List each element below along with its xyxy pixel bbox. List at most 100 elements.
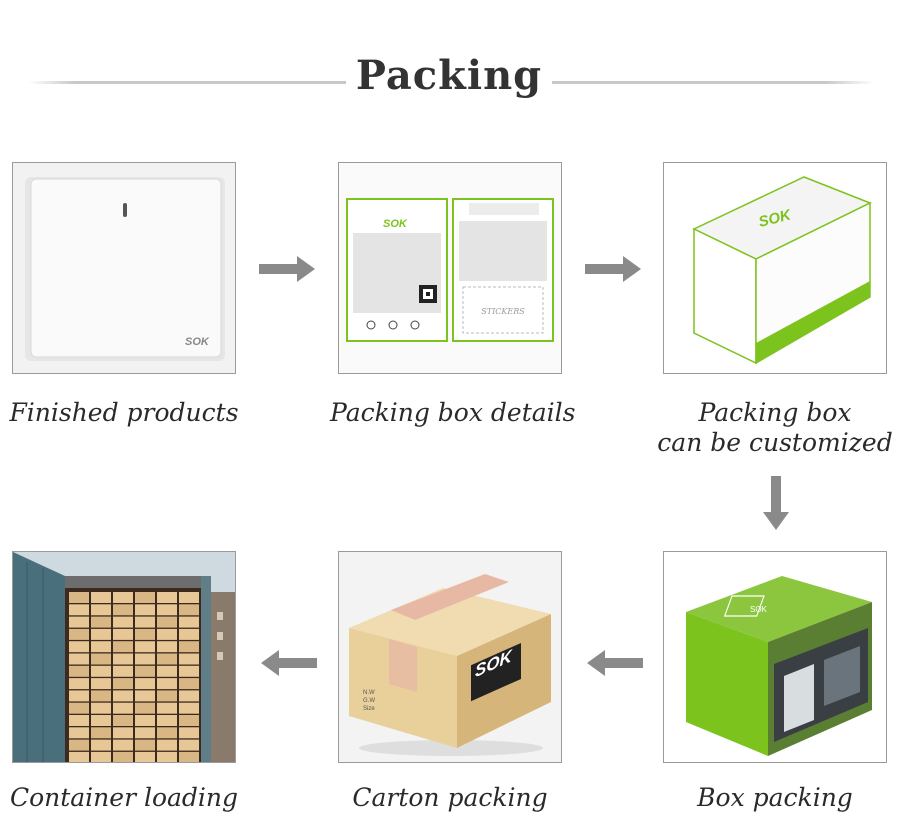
carton-box [69,592,89,603]
carton-box [135,702,155,714]
carton-box [179,751,199,762]
carton-box [91,653,111,665]
arrow-left-icon [259,648,317,678]
carton-box [91,678,111,690]
carton-box [135,592,155,603]
carton-box [157,616,177,628]
carton-box [113,628,133,640]
carton-box [179,690,199,702]
carton-box [91,727,111,739]
carton-box [179,616,199,628]
carton-box [91,665,111,677]
carton-box [157,665,177,677]
caption-box-packing: Box packing [697,783,853,812]
carton-box [179,641,199,653]
caption-packing-box-line1: Packing box [698,398,852,427]
page-title-bar: Packing [0,48,900,108]
carton-box [69,616,89,628]
carton-box [113,690,133,702]
carton-box [91,592,111,603]
carton-box [157,715,177,726]
arrow-down-icon [761,476,791,532]
caption-packing-box-line2: can be customized [657,428,893,457]
carton-box [69,702,89,714]
carton-box [113,727,133,739]
carton-box [135,665,155,677]
carton-box [91,739,111,751]
carton-box [179,715,199,726]
arrow-right-icon [259,254,317,284]
title-divider-right [552,81,874,84]
arrow-right-icon [585,254,643,284]
carton-box [113,751,133,762]
carton-box [135,628,155,640]
carton-box [179,592,199,603]
carton-box [179,702,199,714]
carton-box [135,678,155,690]
carton-mark-nw: N.W [363,690,375,696]
carton-box [157,592,177,603]
container-loading-image [12,551,236,763]
carton-box [157,628,177,640]
customized-box-image: SOK [663,162,887,374]
carton-box [69,715,89,726]
carton-box [157,653,177,665]
carton-box [179,678,199,690]
carton-box [179,665,199,677]
carton-box [179,628,199,640]
carton-box [135,653,155,665]
page-title: Packing [355,52,543,99]
caption-carton-packing: Carton packing [352,783,548,812]
box-detail-logo: SOK [383,218,408,230]
arrow-left-icon [585,648,643,678]
carton-box [135,641,155,653]
carton-box [179,604,199,616]
carton-box [91,604,111,616]
carton-box [113,715,133,726]
carton-box [113,739,133,751]
carton-packing-image: SOK N.W G.W Size [338,551,562,763]
carton-box [113,665,133,677]
carton-box [91,641,111,653]
carton-box [69,628,89,640]
carton-box [91,715,111,726]
carton-box [157,641,177,653]
switch-brand-logo: SOK [185,336,210,348]
carton-box [91,751,111,762]
carton-stack [69,592,199,762]
carton-box [113,641,133,653]
carton-box [69,665,89,677]
carton-box [113,616,133,628]
finished-product-image: SOK [12,162,236,374]
carton-box [135,690,155,702]
carton-box [113,592,133,603]
carton-box [91,702,111,714]
box-packing-image: SOK [663,551,887,763]
caption-container-loading: Container loading [9,783,239,812]
carton-box [69,727,89,739]
carton-mark-gw: G.W [363,698,375,704]
packing-box-details-image: SOK STICKERS [338,162,562,374]
carton-box [113,653,133,665]
carton-mark-size: Size [363,706,375,712]
caption-packing-box-details: Packing box details [330,398,576,427]
carton-box [69,653,89,665]
stickers-label: STICKERS [481,307,525,316]
title-divider-left [28,81,346,84]
carton-box [69,678,89,690]
carton-box [69,604,89,616]
caption-finished-products: Finished products [9,398,239,427]
carton-box [91,616,111,628]
carton-box [113,604,133,616]
carton-box [69,739,89,751]
carton-box [157,690,177,702]
carton-box [179,739,199,751]
carton-box [157,604,177,616]
carton-box [157,727,177,739]
carton-box [135,751,155,762]
carton-box [69,690,89,702]
carton-box [179,727,199,739]
carton-box [91,690,111,702]
carton-box [157,702,177,714]
carton-box [135,604,155,616]
